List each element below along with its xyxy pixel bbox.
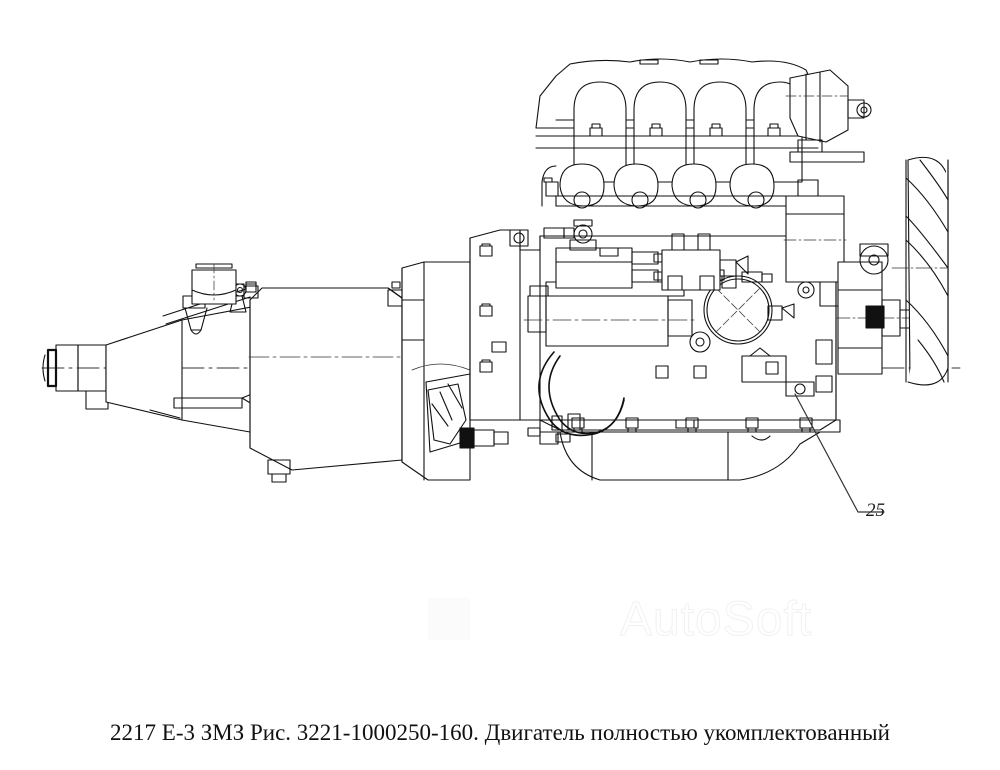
callout-label-25: 25 bbox=[866, 500, 885, 521]
figure-caption: 2217 Е-3 ЗМЗ Рис. 3221-1000250-160. Двиг… bbox=[110, 720, 890, 745]
cooling-fan bbox=[891, 156, 949, 386]
vacuum-booster-pump bbox=[689, 269, 795, 353]
exhaust-manifold bbox=[541, 163, 813, 209]
crankshaft-pulley bbox=[835, 243, 917, 375]
hose-fittings bbox=[527, 413, 581, 445]
gearbox-main-case bbox=[243, 281, 405, 483]
starter-motor bbox=[523, 219, 695, 347]
gearbox-tail-housing bbox=[105, 304, 263, 433]
engine-wiring-hoses bbox=[538, 351, 625, 437]
clutch-release-fork bbox=[427, 383, 509, 449]
throttle-body bbox=[785, 69, 872, 163]
gearbox-output-shaft-flange bbox=[42, 344, 109, 410]
injector-bosses bbox=[589, 123, 781, 137]
oil-pan bbox=[539, 417, 841, 481]
engine-upper-bracket bbox=[661, 233, 749, 291]
engine-block-bolt-bosses bbox=[479, 243, 507, 373]
engine-small-parts bbox=[509, 229, 833, 397]
alternator bbox=[783, 179, 857, 307]
gear-shift-lever-tower bbox=[191, 263, 237, 305]
intake-plenum-rail bbox=[535, 123, 819, 149]
callout-leader-line-25 bbox=[794, 393, 885, 513]
